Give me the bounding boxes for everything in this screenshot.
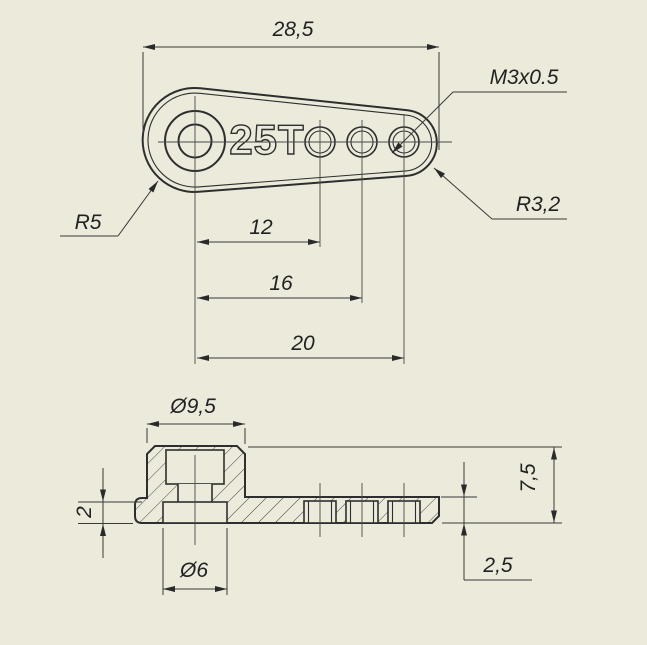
dim-hole3-spacing: 20 xyxy=(197,332,404,361)
label-tip-radius-text: R3,2 xyxy=(516,193,561,216)
dim-boss-diameter: Ø6 xyxy=(162,528,228,595)
dim-hole1-spacing: 12 xyxy=(197,216,320,245)
servo-arm-outer-outline xyxy=(141,86,438,193)
dim-total-height: 7,5 xyxy=(248,446,562,524)
label-hub-radius: R5 xyxy=(60,180,159,237)
dim-hole2-spacing: 16 xyxy=(197,272,362,301)
dim-overall-length-text: 28,5 xyxy=(272,18,314,41)
dim-boss-diameter-text: Ø6 xyxy=(179,559,208,582)
top-view-centerlines xyxy=(158,96,452,364)
side-view-centerlines xyxy=(194,455,405,545)
label-tip-radius: R3,2 xyxy=(433,167,567,220)
part-marking-25t: 25T xyxy=(229,116,304,163)
dim-hole3-text: 20 xyxy=(290,332,315,355)
dim-hub-diameter: Ø9,5 xyxy=(146,395,246,444)
label-hub-radius-text: R5 xyxy=(75,211,102,234)
dim-arm-thickness: 2,5 xyxy=(441,462,532,581)
label-thread: M3x0.5 xyxy=(391,66,567,154)
dim-hole1-text: 12 xyxy=(249,216,273,239)
servo-arm-inner-offset-outline xyxy=(147,92,433,188)
side-section-view: Ø9,5 7,5 2 Ø6 xyxy=(73,395,562,595)
dim-overall-length: 28,5 xyxy=(142,18,440,150)
top-view: 25T 28,5 12 16 20 xyxy=(60,18,567,364)
dim-arm-thickness-text: 2,5 xyxy=(482,554,513,577)
dim-flange-thickness-text: 2 xyxy=(73,506,96,519)
dim-flange-thickness: 2 xyxy=(73,468,142,558)
label-thread-text: M3x0.5 xyxy=(490,66,559,89)
dim-hub-diameter-text: Ø9,5 xyxy=(169,395,216,418)
dim-total-height-text: 7,5 xyxy=(517,463,540,493)
dim-hole2-text: 16 xyxy=(269,272,293,295)
